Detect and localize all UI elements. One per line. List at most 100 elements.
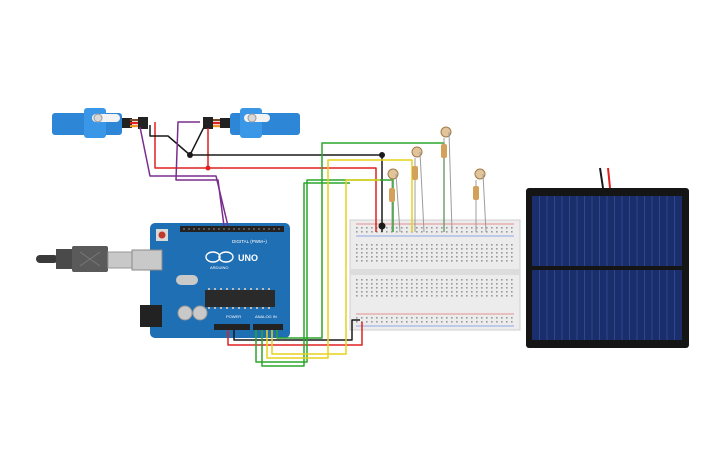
breadboard-hole[interactable] [451, 248, 453, 250]
breadboard-hole[interactable] [411, 256, 413, 258]
breadboard-hole[interactable] [501, 244, 503, 246]
breadboard-hole[interactable] [511, 260, 513, 262]
breadboard-hole[interactable] [466, 291, 468, 293]
breadboard-hole[interactable] [461, 252, 463, 254]
breadboard-hole[interactable] [401, 256, 403, 258]
ldr-sensor-4[interactable] [473, 168, 487, 233]
breadboard-hole[interactable] [366, 291, 368, 293]
breadboard-hole[interactable] [476, 287, 478, 289]
breadboard-hole[interactable] [436, 244, 438, 246]
breadboard-hole[interactable] [396, 279, 398, 281]
breadboard-hole[interactable] [471, 248, 473, 250]
breadboard-hole[interactable] [486, 248, 488, 250]
breadboard-hole[interactable] [501, 231, 503, 233]
breadboard-hole[interactable] [411, 244, 413, 246]
breadboard-hole[interactable] [451, 287, 453, 289]
breadboard-hole[interactable] [496, 260, 498, 262]
breadboard-hole[interactable] [431, 321, 433, 323]
breadboard-hole[interactable] [391, 260, 393, 262]
breadboard-hole[interactable] [401, 244, 403, 246]
breadboard-hole[interactable] [451, 291, 453, 293]
breadboard-hole[interactable] [431, 248, 433, 250]
breadboard-hole[interactable] [441, 291, 443, 293]
breadboard-hole[interactable] [396, 231, 398, 233]
breadboard-hole[interactable] [446, 256, 448, 258]
breadboard-hole[interactable] [471, 227, 473, 229]
breadboard-hole[interactable] [426, 287, 428, 289]
breadboard-hole[interactable] [446, 231, 448, 233]
breadboard-hole[interactable] [451, 256, 453, 258]
breadboard-hole[interactable] [376, 248, 378, 250]
breadboard-hole[interactable] [501, 260, 503, 262]
breadboard-hole[interactable] [506, 283, 508, 285]
breadboard-hole[interactable] [491, 248, 493, 250]
breadboard-hole[interactable] [421, 252, 423, 254]
breadboard-hole[interactable] [436, 317, 438, 319]
breadboard-hole[interactable] [421, 260, 423, 262]
breadboard-hole[interactable] [391, 291, 393, 293]
breadboard-hole[interactable] [491, 279, 493, 281]
breadboard-hole[interactable] [496, 295, 498, 297]
breadboard-hole[interactable] [381, 321, 383, 323]
breadboard-hole[interactable] [466, 256, 468, 258]
breadboard-hole[interactable] [436, 227, 438, 229]
breadboard-hole[interactable] [436, 252, 438, 254]
breadboard-hole[interactable] [486, 283, 488, 285]
breadboard-hole[interactable] [406, 248, 408, 250]
wire-yellow-analog-3[interactable] [271, 179, 380, 355]
breadboard-hole[interactable] [476, 279, 478, 281]
breadboard-hole[interactable] [381, 283, 383, 285]
breadboard-hole[interactable] [461, 227, 463, 229]
breadboard-hole[interactable] [456, 248, 458, 250]
breadboard-hole[interactable] [511, 244, 513, 246]
breadboard-hole[interactable] [381, 279, 383, 281]
breadboard-hole[interactable] [446, 244, 448, 246]
breadboard-hole[interactable] [386, 256, 388, 258]
breadboard-hole[interactable] [491, 260, 493, 262]
breadboard-hole[interactable] [421, 317, 423, 319]
breadboard-hole[interactable] [391, 287, 393, 289]
breadboard-hole[interactable] [376, 260, 378, 262]
breadboard-hole[interactable] [361, 244, 363, 246]
breadboard-hole[interactable] [361, 231, 363, 233]
breadboard-hole[interactable] [371, 321, 373, 323]
breadboard-hole[interactable] [496, 244, 498, 246]
breadboard-hole[interactable] [361, 256, 363, 258]
breadboard-hole[interactable] [436, 256, 438, 258]
breadboard-hole[interactable] [406, 321, 408, 323]
breadboard-hole[interactable] [426, 279, 428, 281]
breadboard-hole[interactable] [511, 252, 513, 254]
breadboard-hole[interactable] [406, 287, 408, 289]
breadboard-hole[interactable] [391, 283, 393, 285]
breadboard-hole[interactable] [376, 317, 378, 319]
breadboard-hole[interactable] [471, 252, 473, 254]
breadboard-hole[interactable] [471, 231, 473, 233]
breadboard-hole[interactable] [366, 256, 368, 258]
breadboard-hole[interactable] [416, 279, 418, 281]
breadboard-hole[interactable] [401, 260, 403, 262]
breadboard-hole[interactable] [406, 291, 408, 293]
breadboard-hole[interactable] [396, 321, 398, 323]
breadboard-hole[interactable] [441, 252, 443, 254]
breadboard-hole[interactable] [496, 231, 498, 233]
breadboard-hole[interactable] [481, 248, 483, 250]
breadboard-hole[interactable] [441, 227, 443, 229]
breadboard-hole[interactable] [461, 231, 463, 233]
breadboard-hole[interactable] [356, 248, 358, 250]
breadboard-hole[interactable] [396, 317, 398, 319]
breadboard-hole[interactable] [396, 252, 398, 254]
breadboard-hole[interactable] [441, 231, 443, 233]
breadboard-hole[interactable] [476, 256, 478, 258]
wire-red-servo-bus[interactable] [154, 122, 377, 232]
breadboard-hole[interactable] [471, 256, 473, 258]
breadboard-hole[interactable] [371, 244, 373, 246]
usb-cable[interactable] [36, 246, 135, 272]
breadboard-hole[interactable] [411, 279, 413, 281]
breadboard-hole[interactable] [376, 231, 378, 233]
breadboard-hole[interactable] [481, 283, 483, 285]
breadboard-hole[interactable] [361, 321, 363, 323]
breadboard-hole[interactable] [501, 248, 503, 250]
breadboard-hole[interactable] [366, 252, 368, 254]
breadboard-hole[interactable] [426, 291, 428, 293]
